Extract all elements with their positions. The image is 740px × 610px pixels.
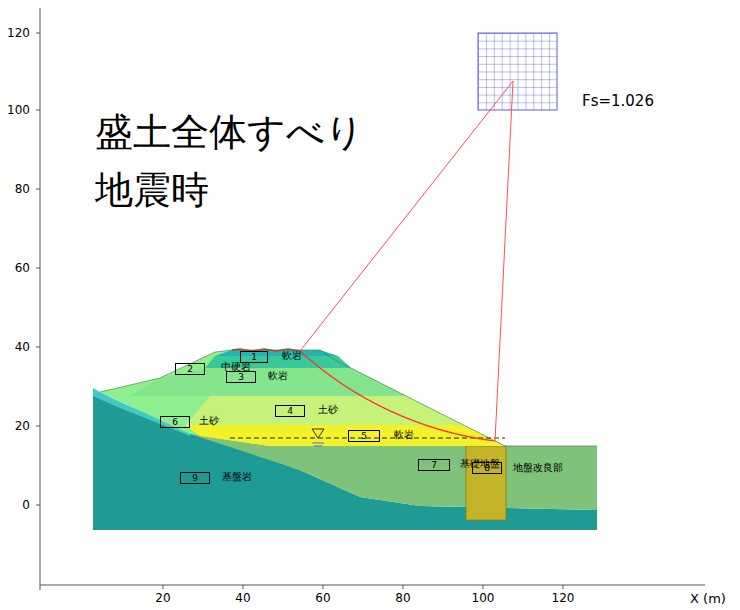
layer-name: 軟岩 xyxy=(268,370,288,381)
layer-name: 土砂 xyxy=(199,415,219,426)
axis-tick: 40 xyxy=(15,341,30,353)
axis-tick: 40 xyxy=(235,592,250,604)
callout-number: 3 xyxy=(226,371,256,383)
axis-tick: 60 xyxy=(315,592,330,604)
layer-callout: 5軟岩 xyxy=(348,430,380,442)
layer-name: 土砂 xyxy=(318,404,338,415)
callout-number: 8 xyxy=(472,462,502,474)
axis-tick: 120 xyxy=(552,592,575,604)
layer-name: 軟岩 xyxy=(394,429,414,440)
axis-tick: 20 xyxy=(15,420,30,432)
callout-number: 6 xyxy=(160,416,190,428)
axis-tick: 100 xyxy=(7,104,30,116)
axis-tick: 0 xyxy=(22,499,30,511)
layer-name: 地盤改良部 xyxy=(513,462,563,473)
axis-tick: 80 xyxy=(15,183,30,195)
axis-title: X (m) xyxy=(690,592,726,605)
layer-callout: 9基盤岩 xyxy=(180,472,210,484)
layer-callout: 3軟岩 xyxy=(226,371,256,383)
layer-callout: 2中硬岩 xyxy=(175,363,205,375)
layer-callout: 8地盤改良部 xyxy=(472,462,502,474)
axis-tick: 120 xyxy=(7,27,30,39)
callout-number: 4 xyxy=(275,405,305,417)
diagram-title: 盛土全体すべり 地震時 xyxy=(95,103,395,219)
callout-number: 2 xyxy=(175,363,205,375)
layer-callout: 4土砂 xyxy=(275,405,305,417)
axis-tick: 20 xyxy=(155,592,170,604)
callout-number: 9 xyxy=(180,472,210,484)
axis-tick: 60 xyxy=(15,262,30,274)
layer-name: 基盤岩 xyxy=(222,471,252,482)
layer-callout: 6土砂 xyxy=(160,416,190,428)
axis-tick: 100 xyxy=(472,592,495,604)
axis-tick: 80 xyxy=(395,592,410,604)
layer-name: 基礎地盤 xyxy=(460,458,500,469)
layer-callout: 7基礎地盤 xyxy=(418,459,450,471)
safety-factor: Fs=1.026 xyxy=(582,94,654,109)
callout-number: 7 xyxy=(418,459,450,471)
callout-number: 5 xyxy=(348,430,380,442)
layer-name: 軟岩 xyxy=(282,350,302,361)
